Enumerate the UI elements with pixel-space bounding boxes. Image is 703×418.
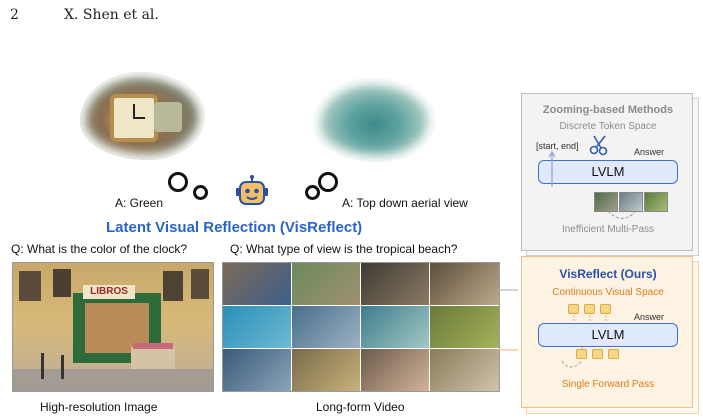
ours-flow-arrows	[561, 315, 607, 368]
zoom-thumb-1	[594, 192, 618, 212]
video-frame-8	[430, 306, 499, 348]
thought-cloud-aerial	[313, 78, 435, 162]
thought-dot-small	[193, 185, 208, 200]
video-frame-5	[223, 306, 291, 348]
video-frame-12	[430, 349, 499, 391]
zoom-thumb-3	[644, 192, 668, 212]
latent-token-bottom-2	[592, 349, 603, 359]
zoom-crop-label: [start, end]	[536, 141, 579, 151]
video-frame-9	[223, 349, 291, 391]
thought-dot-large-right	[318, 172, 338, 192]
zoom-loop-arrows	[548, 150, 637, 219]
running-authors: X. Shen et al.	[64, 7, 159, 23]
left-figure: A: Green A: Top down aerial view Latent …	[0, 70, 505, 418]
caption-image: High-resolution Image	[40, 400, 158, 414]
shop-sign: LIBROS	[83, 285, 135, 299]
robot-icon	[234, 174, 270, 210]
thought-dot-large	[168, 172, 188, 192]
question-right: Q: What type of view is the tropical bea…	[230, 242, 458, 256]
zoom-subtitle: Discrete Token Space	[559, 121, 657, 132]
latent-token-top-2	[584, 304, 595, 314]
zoom-lvlm-box: LVLM	[538, 160, 678, 184]
clock-face	[110, 94, 158, 142]
mug	[154, 102, 182, 132]
video-frame-11	[361, 349, 429, 391]
video-frame-7	[361, 306, 429, 348]
ours-footer: Single Forward Pass	[561, 379, 655, 390]
method-title: Latent Visual Reflection (VisReflect)	[106, 219, 363, 236]
caption-video: Long-form Video	[316, 400, 405, 414]
zoom-footer: Inefficient Multi-Pass	[561, 224, 655, 235]
high-resolution-image: LIBROS	[12, 262, 214, 392]
ours-lvlm-box: LVLM	[538, 323, 678, 347]
thought-dot-small-right	[305, 185, 320, 200]
zoom-answer-label: Answer	[634, 147, 665, 157]
video-frame-6	[292, 306, 360, 348]
long-form-video	[222, 262, 500, 392]
ours-subtitle: Continuous Visual Space	[552, 287, 664, 298]
connector-lines	[498, 289, 518, 351]
video-frame-2	[292, 263, 360, 305]
latent-token-top-3	[600, 304, 611, 314]
zoom-thumb-2	[619, 192, 643, 212]
ours-panel: VisReflect (Ours) Continuous Visual Spac…	[521, 256, 693, 408]
zooming-panel: Zooming-based Methods Discrete Token Spa…	[521, 93, 693, 251]
zoom-title: Zooming-based Methods	[542, 104, 674, 116]
latent-token-bottom-3	[608, 349, 619, 359]
latent-token-bottom-1	[576, 349, 587, 359]
latent-token-top-1	[568, 304, 579, 314]
page-number: 2	[10, 7, 19, 23]
video-frame-1	[223, 263, 291, 305]
video-frame-10	[292, 349, 360, 391]
thought-cloud-clock	[80, 72, 205, 160]
answer-left: A: Green	[115, 196, 164, 210]
ours-answer-label: Answer	[634, 312, 665, 322]
video-frame-3	[361, 263, 429, 305]
answer-right: A: Top down aerial view	[342, 196, 468, 210]
question-left: Q: What is the color of the clock?	[11, 242, 188, 256]
scissors-icon	[588, 134, 610, 156]
video-frame-4	[430, 263, 499, 305]
ours-title: VisReflect (Ours)	[559, 267, 657, 281]
